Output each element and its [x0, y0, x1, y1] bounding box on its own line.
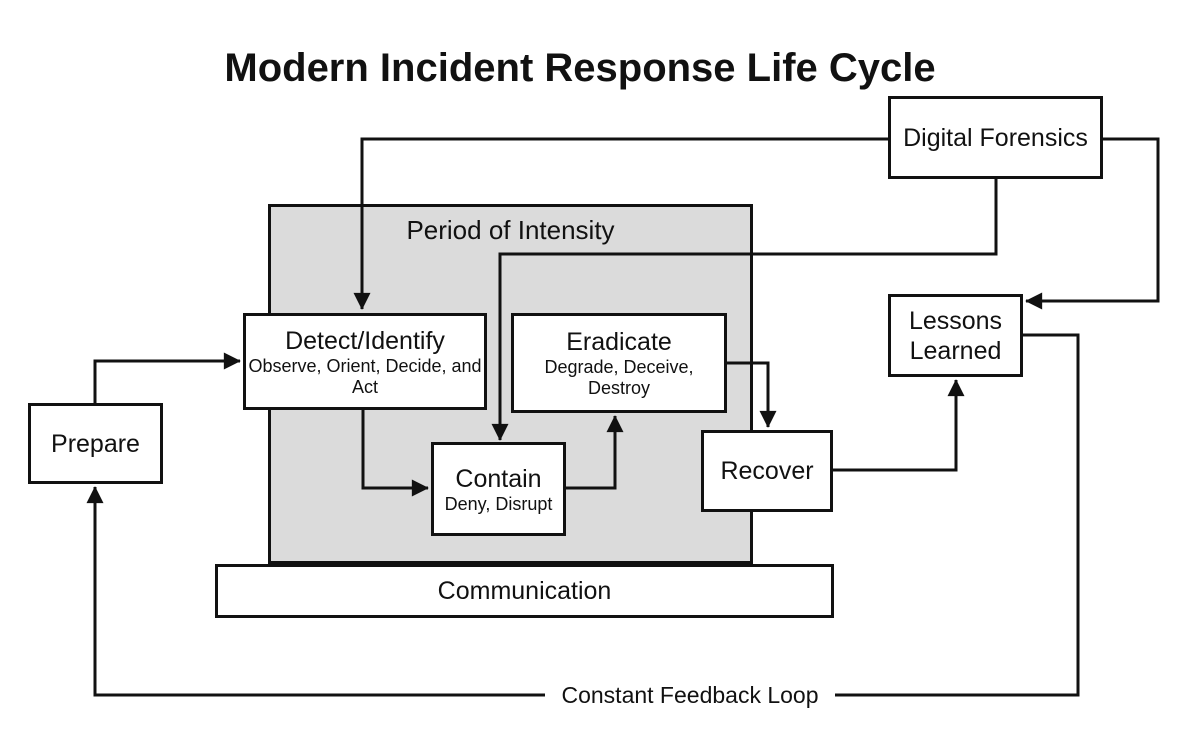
edge-eradicate-to-recover: [727, 361, 777, 428]
node-lessons-learned: Lessons Learned: [888, 294, 1023, 377]
node-eradicate: Eradicate Degrade, Deceive, Destroy: [511, 313, 727, 413]
edge-feedback-loop: [86, 333, 1080, 697]
node-communication-label: Communication: [437, 577, 612, 605]
edge-forensics-to-lessons: [1025, 137, 1160, 310]
edge-prepare-to-detect: [93, 352, 241, 403]
node-communication: Communication: [215, 564, 834, 618]
node-recover-label: Recover: [720, 457, 814, 485]
node-digital-forensics: Digital Forensics: [888, 96, 1103, 179]
node-contain: Contain Deny, Disrupt: [431, 442, 566, 536]
constant-feedback-loop-label: Constant Feedback Loop: [545, 681, 835, 709]
edge-detect-to-contain: [361, 410, 429, 497]
node-eradicate-label: Eradicate: [566, 328, 672, 356]
diagram-title: Modern Incident Response Life Cycle: [224, 46, 936, 90]
node-detect-identify: Detect/Identify Observe, Orient, Decide,…: [243, 313, 487, 410]
node-contain-sublabel: Deny, Disrupt: [444, 493, 553, 514]
node-recover: Recover: [701, 430, 833, 512]
edge-contain-to-eradicate: [566, 415, 624, 490]
node-contain-label: Contain: [455, 464, 542, 493]
edge-forensics-to-contain: [491, 179, 998, 441]
node-lessons-learned-label: Lessons Learned: [908, 306, 1003, 365]
node-prepare-label: Prepare: [51, 429, 140, 458]
node-detect-identify-sublabel: Observe, Orient, Decide, and Act: [248, 355, 482, 397]
node-digital-forensics-label: Digital Forensics: [903, 123, 1088, 152]
node-eradicate-sublabel: Degrade, Deceive, Destroy: [544, 357, 694, 398]
edge-recover-to-lessons: [833, 379, 965, 472]
node-prepare: Prepare: [28, 403, 163, 484]
period-of-intensity-label: Period of Intensity: [406, 215, 615, 245]
node-detect-identify-label: Detect/Identify: [285, 326, 445, 355]
edge-forensics-to-detect: [353, 137, 888, 310]
